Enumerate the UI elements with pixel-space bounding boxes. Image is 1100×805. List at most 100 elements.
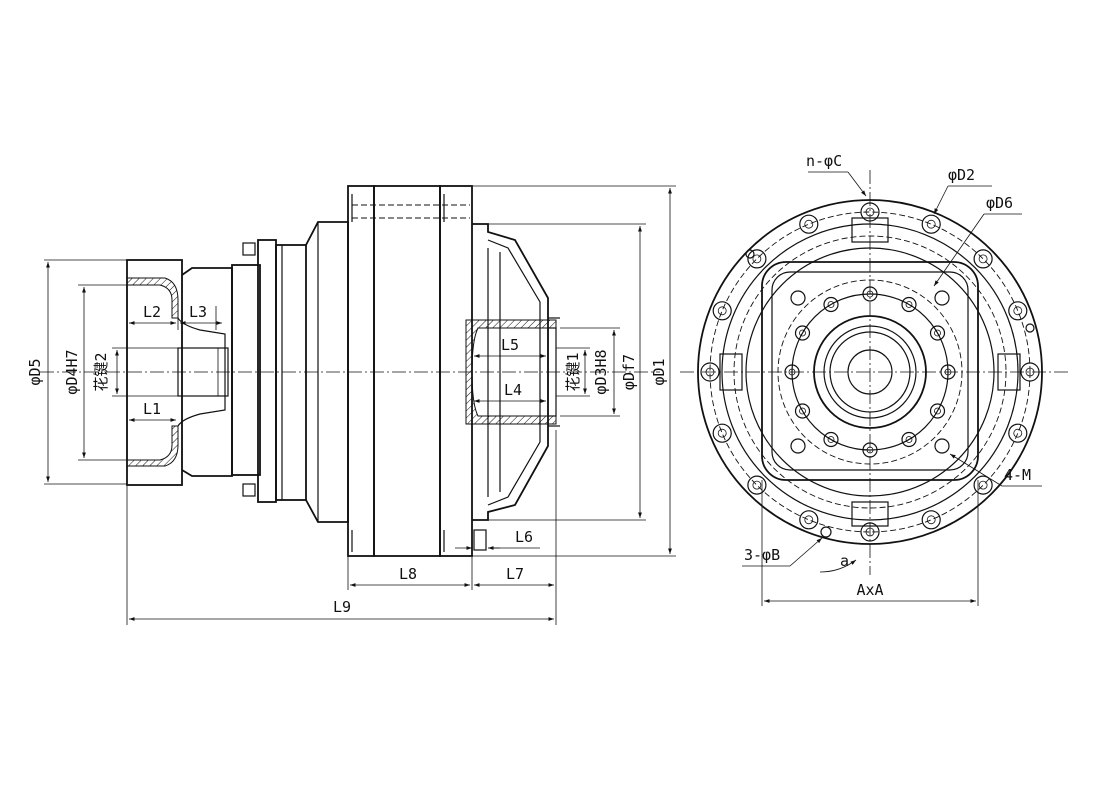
bolt-hole-C: [973, 249, 993, 269]
label-L5: L5: [501, 336, 519, 354]
bolt-hole-D6: [794, 403, 811, 419]
label-L4: L4: [504, 381, 522, 399]
bolt-hole-D6: [784, 364, 800, 380]
outer-bolt-holes: [700, 202, 1040, 542]
front-view: n-φC φD2 φD6 4-M 3-φB a AxA: [680, 152, 1068, 606]
bolt-hole-C: [1020, 362, 1040, 382]
bolt-hole-D6-inner: [866, 446, 874, 454]
bolt-hole-C-inner: [1013, 428, 1023, 438]
bolt-hole-C-inner: [804, 515, 814, 525]
lug-top: [851, 217, 889, 243]
bolt-hole-D6-inner: [866, 290, 874, 298]
bolt-hole-D6-inner: [944, 368, 952, 376]
bolt-hole-C: [921, 510, 941, 530]
bolt-hole-C: [973, 475, 993, 495]
bolt-hole-C: [1008, 301, 1028, 321]
bolt-hole-D6: [823, 431, 839, 448]
bolt-hole-C-inner: [926, 219, 936, 229]
label-AxA: AxA: [856, 581, 883, 599]
bolt-hole-C: [860, 522, 880, 542]
output-flange: [465, 223, 560, 551]
bolt-hole-C-inner: [926, 515, 936, 525]
label-L2: L2: [143, 303, 161, 321]
bolt-hole-C: [799, 510, 819, 530]
hub-outer: [813, 315, 927, 429]
bolt-hole-D6: [929, 403, 946, 419]
label-D4H7: φD4H7: [63, 349, 81, 394]
bolt-hole-D6: [794, 325, 811, 341]
bolt-hole-C-inner: [752, 254, 762, 264]
bolt-hole-C-inner: [865, 527, 875, 537]
bolt-hole-D6-inner: [934, 407, 941, 415]
bolt-hole-D6: [929, 325, 946, 341]
bolt-hole-D6-inner: [788, 368, 796, 376]
bolt-hole-D6: [862, 442, 878, 458]
bolt-hole-C-inner: [1013, 306, 1023, 316]
bolt-hole-D6: [901, 431, 917, 448]
bolt-hole-C-inner: [717, 428, 727, 438]
bolt-hole-C-inner: [717, 306, 727, 316]
label-L7: L7: [506, 565, 524, 583]
bolt-hole-D6-inner: [905, 301, 913, 308]
label-D3H8: φD3H8: [592, 349, 610, 394]
label-L8: L8: [399, 565, 417, 583]
bolt-hole-D6: [940, 364, 956, 380]
label-Df7: φDf7: [620, 354, 638, 390]
bolt-hole-C-inner: [978, 480, 988, 490]
label-4M: 4-M: [1004, 466, 1031, 484]
label-D5: φD5: [26, 358, 44, 385]
hole-B: [820, 526, 832, 538]
label-D1: φD1: [650, 358, 668, 385]
spline-bore: [847, 349, 893, 395]
bolt-hole-D6-inner: [827, 301, 835, 308]
bolt-hole-D6-inner: [934, 329, 941, 337]
label-a: a: [840, 552, 849, 570]
bolt-hole-D6-inner: [799, 329, 806, 337]
bolt-hole-C: [1008, 423, 1028, 443]
label-D6: φD6: [986, 194, 1013, 212]
bolt-hole-C-inner: [752, 480, 762, 490]
label-nC: n-φC: [806, 152, 842, 170]
bolt-hole-C: [712, 301, 732, 321]
tapped-hole-M: [934, 438, 950, 454]
label-L1: L1: [143, 400, 161, 418]
bolt-hole-C: [860, 202, 880, 222]
lug-left: [719, 353, 743, 391]
bolt-hole-D6: [823, 296, 839, 313]
bolt-hole-C: [921, 214, 941, 234]
bolt-hole-C: [747, 249, 767, 269]
bolt-hole-C: [799, 214, 819, 234]
label-L3: L3: [189, 303, 207, 321]
bolt-hole-C: [747, 475, 767, 495]
label-spline1: 花键1: [564, 352, 582, 391]
bolt-hole-C: [712, 423, 732, 443]
bolt-circle-D2: [709, 211, 1031, 533]
bolt-hole-C-inner: [1025, 367, 1035, 377]
lug-bottom: [851, 501, 889, 527]
bolt-hole-D6-inner: [827, 436, 835, 443]
square-housing: [761, 261, 979, 481]
inner-bolt-holes: [784, 286, 956, 458]
bolt-hole-C-inner: [865, 207, 875, 217]
bolt-hole-C-inner: [978, 254, 988, 264]
lug-right: [997, 353, 1021, 391]
bolt-hole-C: [700, 362, 720, 382]
outer-flange-circle: [697, 199, 1043, 545]
gear-housing: [275, 185, 473, 557]
label-spline2: 花键2: [92, 352, 110, 391]
label-L6: L6: [515, 528, 533, 546]
side-dimensions: [44, 185, 676, 625]
bolt-hole-C-inner: [705, 367, 715, 377]
label-3B: 3-φB: [744, 546, 780, 564]
input-flange: [126, 239, 277, 503]
bolt-hole-D6: [901, 296, 917, 313]
side-view: φD5 φD4H7 花键2 L2 L3 L1 L5 L4 花键1 φD3H8 φ…: [26, 185, 676, 625]
bolt-hole-D6-inner: [905, 436, 913, 443]
bolt-hole-C-inner: [804, 219, 814, 229]
bolt-hole-D6-inner: [799, 407, 806, 415]
bolt-hole-D6: [862, 286, 878, 302]
label-D2: φD2: [948, 166, 975, 184]
label-L9: L9: [333, 598, 351, 616]
